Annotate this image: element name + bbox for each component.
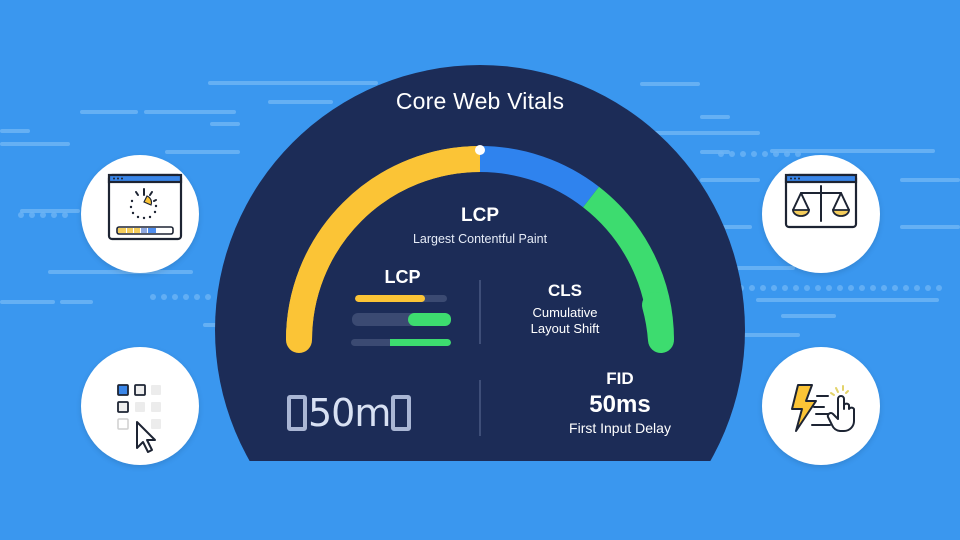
fid-value: 50ms [589, 391, 651, 418]
lightning-tap-icon [762, 347, 880, 465]
lcp-bar-3 [351, 339, 451, 346]
segment-digit-0-end [391, 395, 412, 431]
gauge-arc [286, 145, 674, 353]
fid-abbr: FID [606, 369, 634, 388]
cls-full-line2: Layout Shift [530, 321, 600, 336]
segment-digit-0 [287, 395, 307, 431]
lcp-main-label: LCP Largest Contentful Paint [380, 205, 580, 246]
lcp-card-title: LCP [384, 267, 421, 287]
lcp-bar-2 [352, 313, 451, 326]
lcp-bar-1 [355, 295, 447, 302]
balance-scale-browser-icon [762, 155, 880, 273]
cls-full-line1: Cumulative [532, 305, 598, 320]
loading-browser-icon [81, 155, 199, 273]
readout-middle: 50m [308, 391, 391, 435]
divider-top [479, 280, 481, 344]
lcp-abbr: LCP [461, 205, 499, 226]
cls-label: CLS Cumulative Layout Shift [505, 281, 625, 337]
gauge-marker [475, 145, 485, 155]
page-title: Core Web Vitals [395, 88, 565, 114]
fid-full-name: First Input Delay [569, 420, 671, 436]
fid-label: FID 50ms First Input Delay [545, 369, 695, 436]
gauge-segment-blue [479, 146, 599, 208]
grid-click-icon [81, 347, 199, 465]
lcp-full-name: Largest Contentful Paint [412, 232, 548, 246]
divider-bottom [479, 380, 481, 436]
digital-readout: 50m [287, 391, 412, 435]
cls-abbr: CLS [548, 281, 582, 300]
